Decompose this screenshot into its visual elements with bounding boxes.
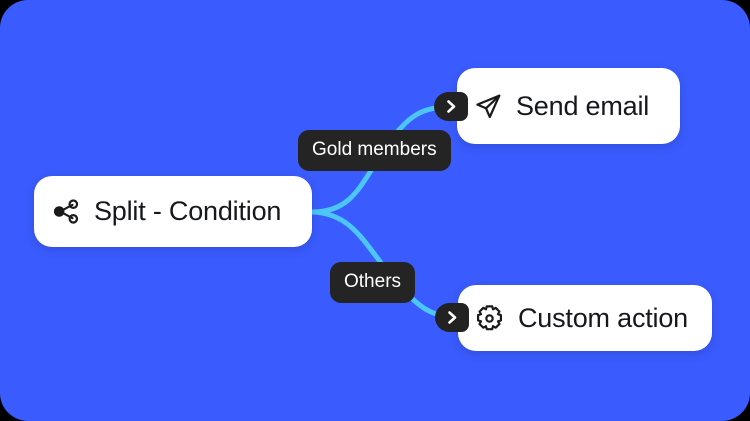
node-split-condition[interactable]: Split - Condition [34, 176, 312, 247]
node-send-email-label: Send email [516, 90, 650, 121]
node-custom-action-label: Custom action [518, 302, 688, 333]
node-send-email[interactable]: Send email [457, 68, 680, 144]
branch-label-others[interactable]: Others [330, 262, 416, 303]
chevron-right-icon [446, 100, 455, 113]
gear-icon [474, 303, 504, 333]
inbound-handle-custom-action[interactable] [435, 303, 469, 332]
inbound-handle-send-email[interactable] [434, 92, 468, 121]
branch-label-gold-members[interactable]: Gold members [298, 130, 451, 171]
node-split-condition-label: Split - Condition [94, 196, 282, 226]
node-custom-action[interactable]: Custom action [458, 285, 712, 351]
share-nodes-icon [50, 197, 80, 227]
paper-plane-icon [473, 91, 503, 121]
chevron-right-icon [447, 311, 456, 324]
